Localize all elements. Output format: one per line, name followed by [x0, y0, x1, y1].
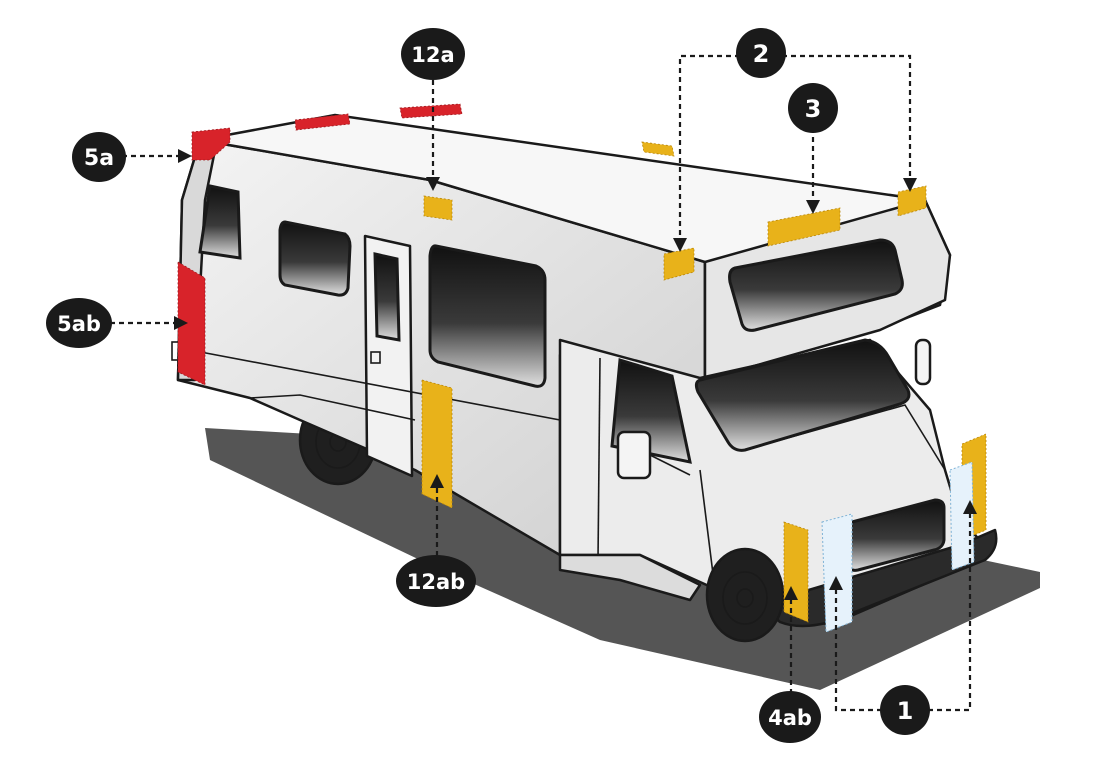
callout-3: 3: [788, 83, 838, 133]
entry-door: [363, 234, 414, 478]
tape-roof-red-2: [399, 103, 463, 119]
callout-12a: 12a: [401, 28, 465, 80]
callout-1: 1: [880, 685, 930, 735]
rear-side-window: [198, 184, 242, 260]
cab: [558, 338, 998, 628]
tape-12ab-vertical: [421, 379, 453, 509]
callout-4ab: 4ab: [759, 691, 821, 743]
callout-5a: 5a: [72, 132, 126, 182]
callout-2: 2: [736, 28, 786, 78]
callout-5ab: 5ab: [46, 298, 112, 348]
svg-text:1: 1: [897, 697, 914, 725]
white-tape-group: [821, 461, 975, 633]
tape-5ab-rear-vertical: [177, 261, 206, 386]
svg-text:12ab: 12ab: [407, 570, 465, 594]
cabover-window: [728, 238, 904, 332]
red-tape-group: [177, 103, 463, 386]
front-wheel: [705, 547, 785, 643]
tape-5a-roof-corner: [191, 127, 231, 161]
tape-1-right: [949, 461, 975, 571]
svg-text:3: 3: [805, 95, 822, 123]
tape-4ab-left: [783, 521, 809, 623]
leader-lines: [110, 54, 977, 712]
large-side-window: [428, 244, 547, 388]
svg-text:5a: 5a: [84, 146, 114, 171]
tape-2-right: [897, 185, 927, 217]
tape-2-left: [663, 247, 695, 281]
tape-3-center: [767, 207, 841, 247]
tape-roof-yellow: [641, 141, 675, 157]
tape-1-left: [821, 513, 853, 633]
tape-12a-upper: [423, 195, 453, 221]
svg-text:12a: 12a: [411, 43, 454, 67]
callout-12ab: 12ab: [396, 555, 476, 607]
svg-text:4ab: 4ab: [768, 706, 812, 730]
svg-text:2: 2: [753, 40, 770, 68]
tape-roof-red-1: [294, 113, 351, 131]
svg-text:5ab: 5ab: [57, 312, 101, 336]
mid-side-window: [278, 220, 352, 297]
